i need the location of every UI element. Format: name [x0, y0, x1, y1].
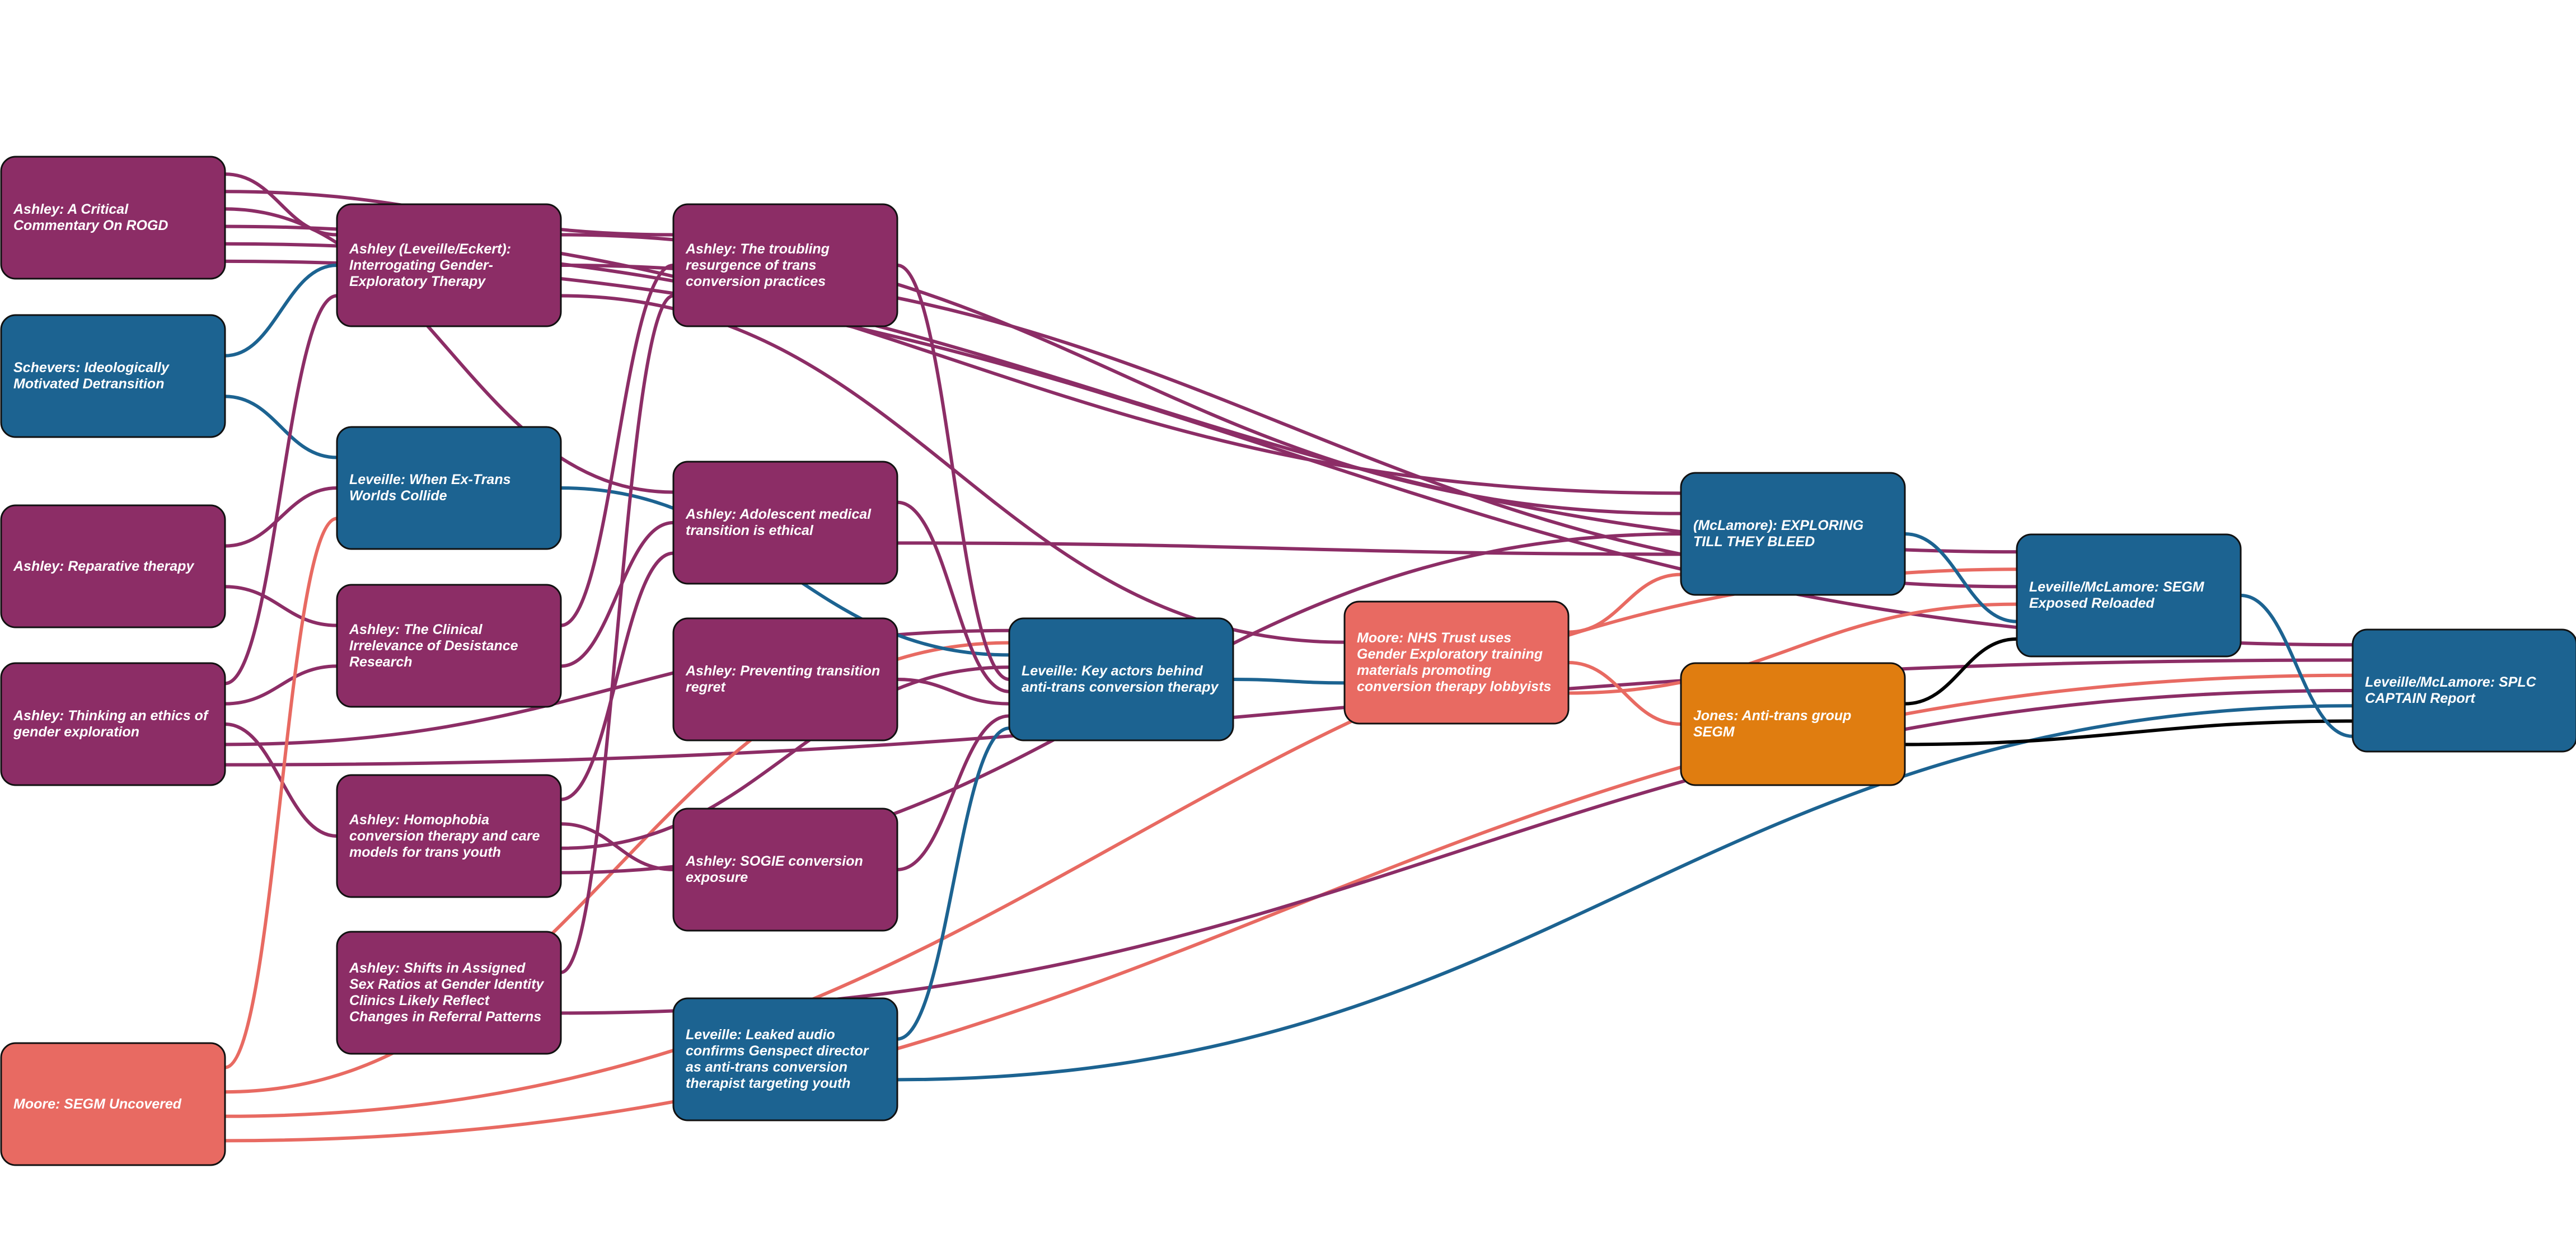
node-n9[interactable] — [336, 774, 562, 898]
node-n7[interactable] — [336, 426, 562, 550]
edge-n1-to-n21 — [223, 259, 2354, 647]
node-n17[interactable] — [1343, 600, 1570, 725]
node-n3[interactable] — [0, 504, 226, 628]
edge-n12-to-n18 — [896, 541, 1683, 556]
edge-n4-to-n6 — [223, 294, 339, 686]
edge-n9-to-n12 — [559, 551, 675, 801]
node-n10[interactable] — [336, 931, 562, 1055]
edge-n2-to-n6 — [223, 264, 339, 358]
edge-n15-to-n16 — [896, 726, 1011, 1041]
edge-n8-to-n12 — [559, 521, 675, 668]
edge-n5-to-n21 — [223, 673, 2354, 1143]
edge-n3-to-n7 — [223, 486, 339, 548]
node-n21[interactable] — [2352, 628, 2576, 753]
edge-n10-to-n11 — [559, 294, 675, 974]
node-n14[interactable] — [672, 808, 898, 932]
node-n15[interactable] — [672, 997, 898, 1121]
edge-n17-to-n20 — [1567, 602, 2018, 695]
edge-n13-to-n16 — [896, 678, 1011, 706]
edge-n4-to-n21 — [223, 658, 2354, 767]
edge-n10-to-n21 — [559, 689, 2354, 1015]
node-layer — [0, 156, 2576, 1166]
node-n12[interactable] — [672, 461, 898, 585]
node-n8[interactable] — [336, 584, 562, 708]
edge-n5-to-n20 — [223, 567, 2018, 1118]
edge-n19-to-n21 — [1903, 719, 2354, 747]
node-n13[interactable] — [672, 617, 898, 741]
node-n2[interactable] — [0, 314, 226, 438]
edge-n9-to-n16 — [559, 665, 1011, 850]
node-n18[interactable] — [1680, 472, 1906, 596]
edge-n15-to-n21 — [896, 704, 2354, 1082]
node-n19[interactable] — [1680, 662, 1906, 786]
node-n5[interactable] — [0, 1042, 226, 1166]
edge-n8-to-n11 — [559, 264, 675, 627]
edge-n20-to-n21 — [2239, 594, 2354, 738]
node-n20[interactable] — [2016, 533, 2242, 658]
edge-n1-to-n12 — [223, 207, 675, 494]
edge-n16-to-n17 — [1231, 678, 1346, 685]
edge-n17-to-n18 — [1567, 572, 1683, 634]
edge-n17-to-n19 — [1567, 661, 1683, 726]
edge-n5-to-n7 — [223, 517, 339, 1069]
node-n4[interactable] — [0, 662, 226, 786]
node-n11[interactable] — [672, 203, 898, 327]
edge-n18-to-n20 — [1903, 532, 2018, 623]
node-n1[interactable] — [0, 156, 226, 280]
edge-n4-to-n8 — [223, 664, 339, 706]
edge-n2-to-n7 — [223, 395, 339, 459]
edge-n3-to-n8 — [223, 585, 339, 627]
node-n16[interactable] — [1008, 617, 1234, 741]
edge-n19-to-n20 — [1903, 637, 2018, 706]
edge-n11-to-n16 — [896, 264, 1011, 681]
edge-n12-to-n16 — [896, 500, 1011, 693]
node-n6[interactable] — [336, 203, 562, 327]
edge-n14-to-n16 — [896, 714, 1011, 871]
